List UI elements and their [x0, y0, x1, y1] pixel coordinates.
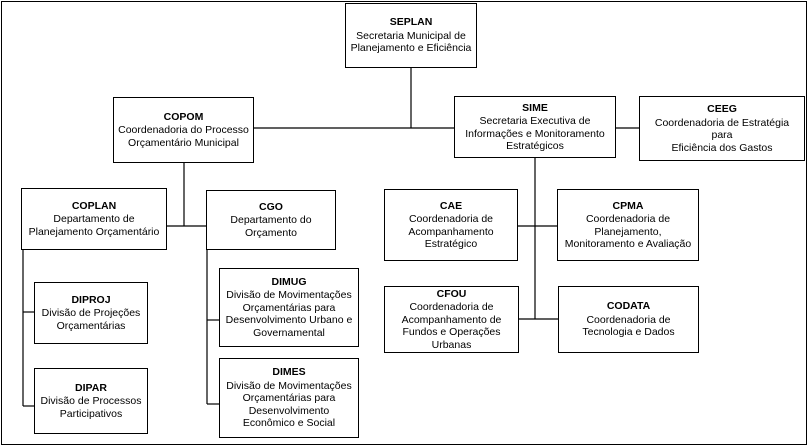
node-cfou-name: Coordenadoria de Acompanhamento de Fundo… [401, 301, 502, 351]
node-diproj-abbr: DIPROJ [71, 293, 111, 306]
node-ceeg-abbr: CEEG [707, 103, 737, 115]
node-seplan-abbr: SEPLAN [389, 16, 433, 29]
node-copom-abbr: COPOM [163, 110, 204, 123]
node-copom-name: Coordenadoria do Processo Orçamentário M… [118, 124, 249, 149]
node-ceeg: CEEG Coordenadoria de Estratégia para Ef… [639, 96, 805, 161]
node-seplan-name: Secretaria Municipal de Planejamento e E… [350, 29, 472, 55]
node-dimes: DIMES Divisão de Movimentações Orçamentá… [219, 358, 359, 438]
node-dimug-name: Divisão de Movimentações Orçamentárias p… [225, 289, 353, 339]
node-codata: CODATA Coordenadoria de Tecnologia e Dad… [558, 286, 699, 353]
node-dimes-abbr: DIMES [272, 366, 306, 379]
node-cae-abbr: CAE [439, 199, 463, 212]
node-codata-name: Coordenadoria de Tecnologia e Dados [582, 313, 675, 339]
node-cfou-abbr: CFOU [436, 287, 467, 300]
node-cgo: CGO Departamento do Orçamento [206, 190, 336, 250]
node-dimes-name: Divisão de Movimentações Orçamentárias p… [226, 379, 352, 430]
node-diproj-name: Divisão de Projeções Orçamentárias [41, 307, 141, 332]
node-cpma-abbr: CPMA [612, 199, 644, 212]
node-cpma: CPMA Coordenadoria de Planejamento, Moni… [557, 189, 699, 261]
node-diproj: DIPROJ Divisão de Projeções Orçamentária… [34, 282, 148, 344]
node-dimug-abbr: DIMUG [271, 275, 307, 288]
node-coplan: COPLAN Departamento de Planejamento Orça… [21, 188, 167, 250]
node-dipar-abbr: DIPAR [75, 381, 107, 394]
node-cgo-abbr: CGO [259, 200, 283, 213]
node-cgo-name: Departamento do Orçamento [230, 214, 312, 239]
node-cae: CAE Coordenadoria de Acompanhamento Estr… [384, 189, 518, 261]
node-dipar-name: Divisão de Processos Participativos [40, 395, 142, 420]
node-sime-name: Secretaria Executiva de Informações e Mo… [465, 115, 605, 152]
node-codata-abbr: CODATA [606, 300, 651, 313]
node-seplan: SEPLAN Secretaria Municipal de Planejame… [345, 3, 477, 68]
node-dipar: DIPAR Divisão de Processos Participativo… [34, 368, 148, 434]
node-sime-abbr: SIME [522, 101, 548, 114]
node-sime: SIME Secretaria Executiva de Informações… [454, 96, 616, 158]
node-coplan-abbr: COPLAN [71, 199, 117, 212]
node-copom: COPOM Coordenadoria do Processo Orçament… [113, 97, 254, 163]
node-dimug: DIMUG Divisão de Movimentações Orçamentá… [219, 268, 359, 347]
node-ceeg-name: Coordenadoria de Estratégia para Eficiên… [654, 116, 790, 154]
node-cae-name: Coordenadoria de Acompanhamento Estratég… [408, 213, 494, 250]
node-cpma-name: Coordenadoria de Planejamento, Monitoram… [564, 213, 692, 250]
node-cfou: CFOU Coordenadoria de Acompanhamento de … [384, 286, 519, 353]
node-coplan-name: Departamento de Planejamento Orçamentári… [28, 213, 160, 238]
